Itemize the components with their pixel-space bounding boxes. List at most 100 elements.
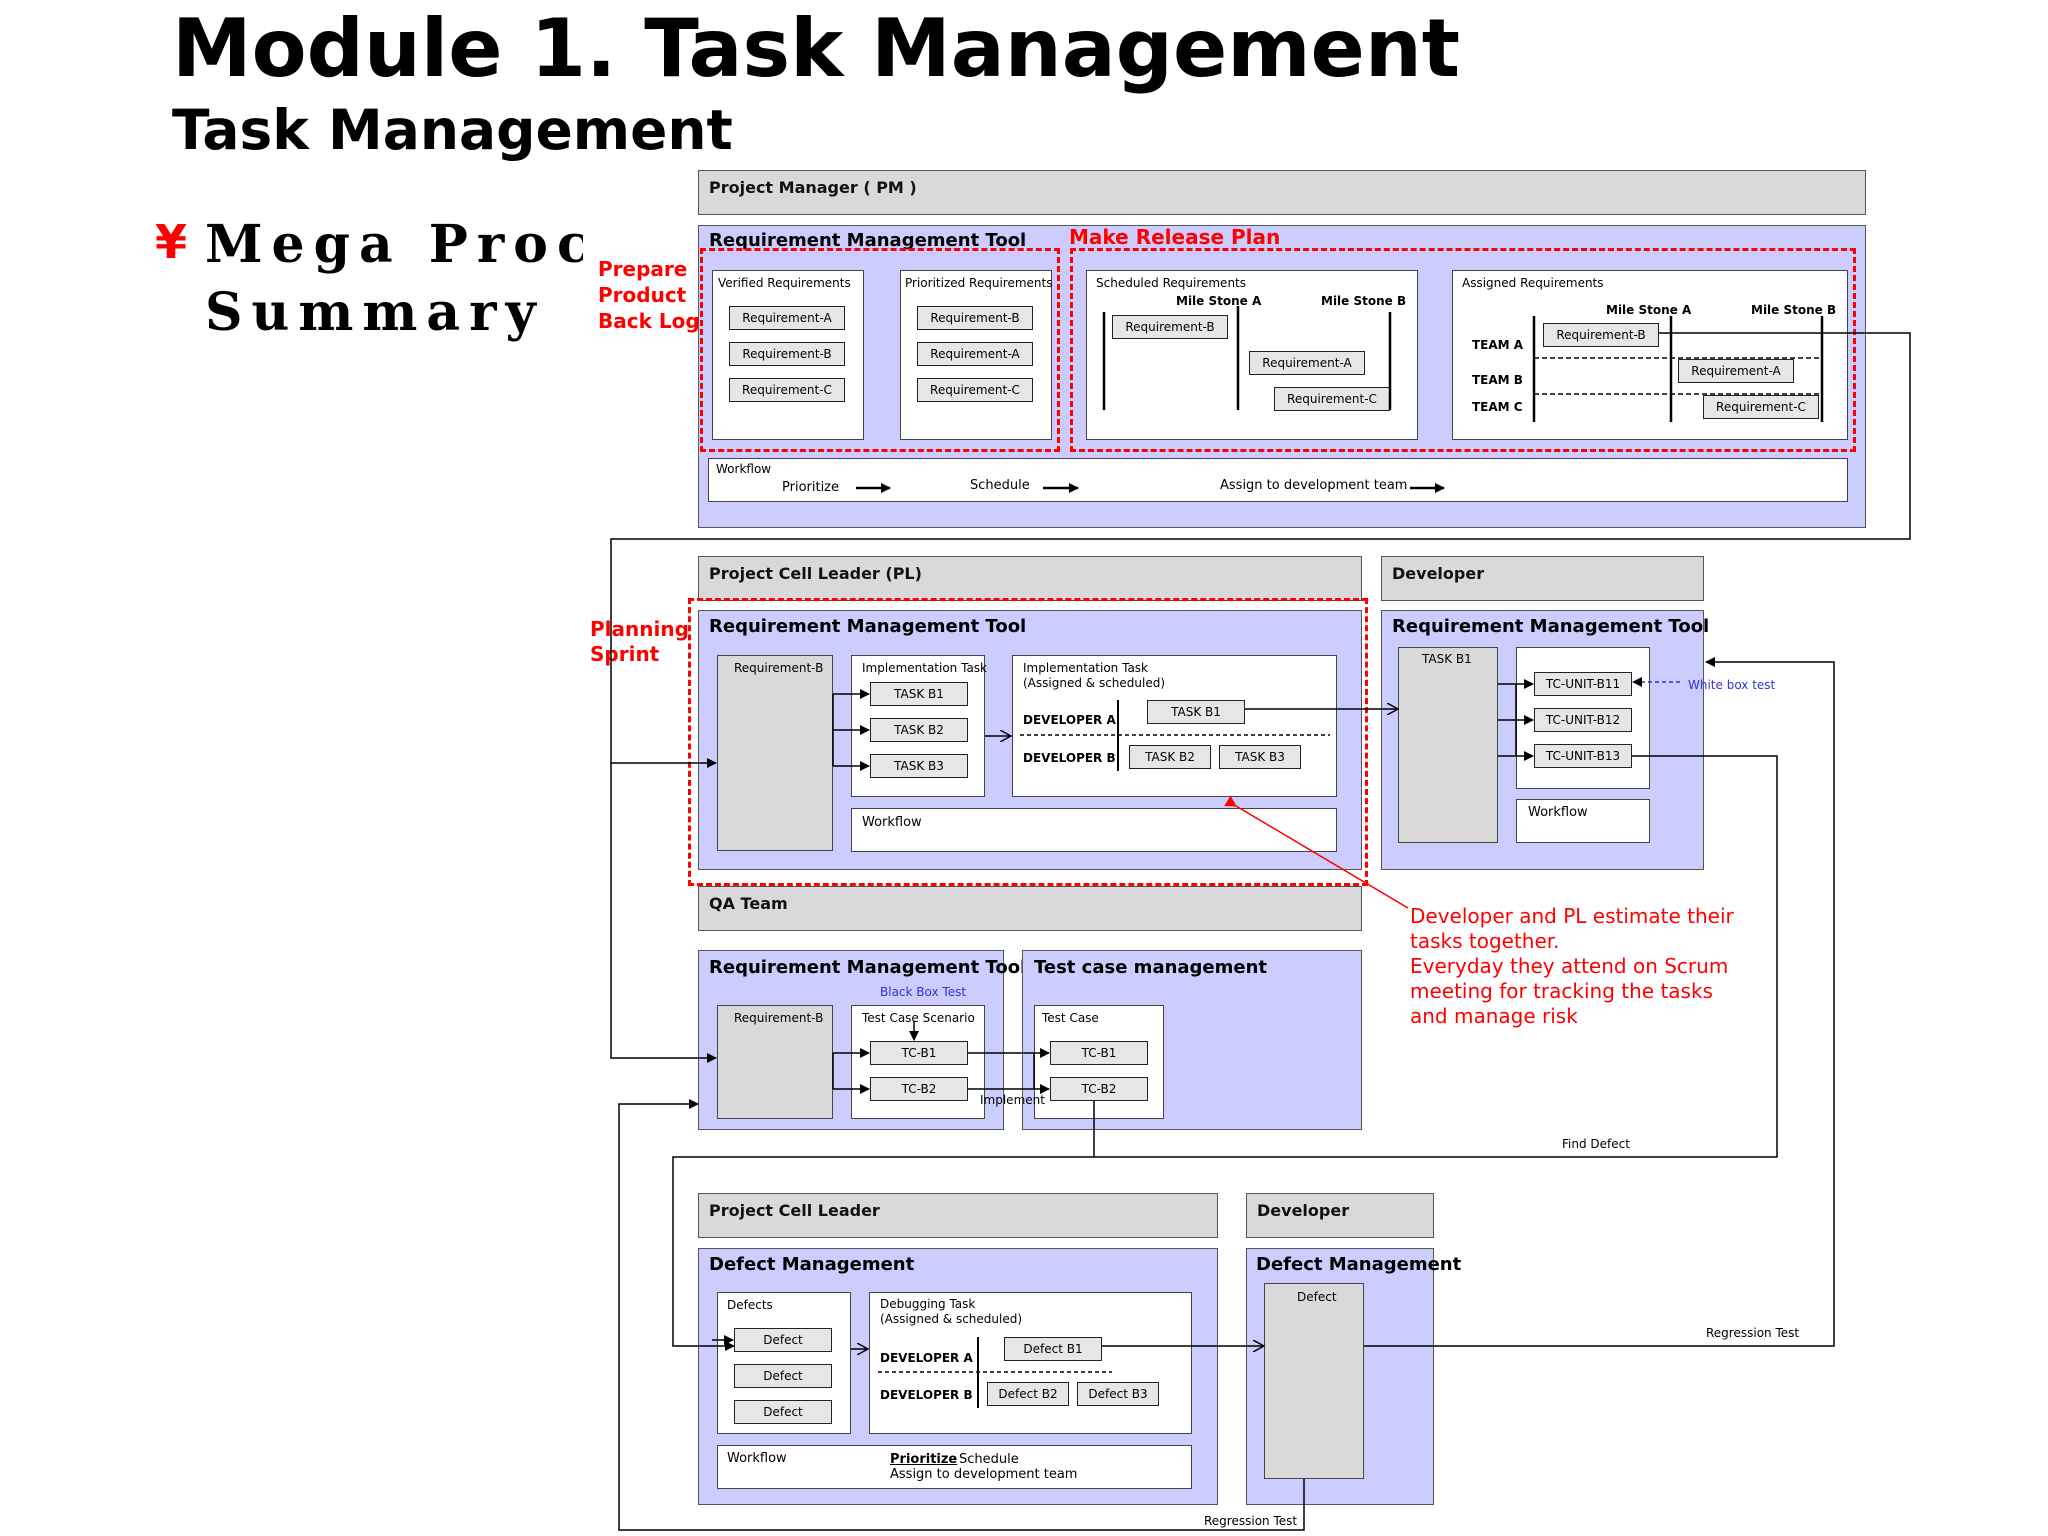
tc-unit-item[interactable]: TC-UNIT-B11 <box>1534 672 1632 696</box>
debugging-task-title-2: (Assigned & scheduled) <box>880 1312 1023 1326</box>
debug-developer-b-label: DEVELOPER B <box>880 1388 973 1402</box>
dev-tool-title: Requirement Management Tool <box>1392 616 1710 637</box>
assigned-milestone-b: Mile Stone B <box>1751 303 1837 317</box>
implementation-task-title: Implementation Task <box>862 661 987 675</box>
prioritized-req-item[interactable]: Requirement-C <box>917 378 1033 402</box>
debugging-task-box <box>869 1292 1192 1434</box>
workflow-step: Prioritize <box>782 480 840 495</box>
dev-b-task[interactable]: TASK B3 <box>1219 745 1301 769</box>
bullet-line-2: Summary <box>205 282 545 343</box>
prepare-backlog-label-1: Prepare <box>598 257 688 281</box>
assigned-req-item[interactable]: Requirement-C <box>1703 395 1819 419</box>
debug-dev-b-defect[interactable]: Defect B2 <box>987 1382 1069 1406</box>
pl-tool-title: Requirement Management Tool <box>709 616 1027 637</box>
pl-requirement-box <box>717 655 833 851</box>
qa-requirement-label: Requirement-B <box>734 1011 824 1025</box>
tc-unit-item[interactable]: TC-UNIT-B13 <box>1534 744 1632 768</box>
verified-requirements-title: Verified Requirements <box>718 276 851 290</box>
defect-workflow-assign: Assign to development team <box>890 1467 1078 1482</box>
make-release-plan-label: Make Release Plan <box>1069 225 1281 249</box>
test-case-item[interactable]: TC-B2 <box>1050 1077 1148 1101</box>
test-case-scenario-title: Test Case Scenario <box>862 1011 975 1025</box>
white-box-test-label: White box test <box>1688 678 1776 692</box>
defect-item[interactable]: Defect <box>734 1328 832 1352</box>
bullet-line-1-clip: Mega Process <box>205 210 583 280</box>
defect-dev-lane: Developer <box>1246 1193 1434 1238</box>
defect-workflow-prioritize: Prioritize <box>890 1452 958 1467</box>
scenario-item[interactable]: TC-B2 <box>870 1077 968 1101</box>
prepare-backlog-dashed-region <box>700 248 1060 452</box>
pl-developer-b-label: DEVELOPER B <box>1023 751 1116 765</box>
prepare-backlog-label-3: Back Log <box>598 309 700 333</box>
defect-item[interactable]: Defect <box>734 1400 832 1424</box>
dev-a-task[interactable]: TASK B1 <box>1147 700 1245 724</box>
tc-unit-item[interactable]: TC-UNIT-B12 <box>1534 708 1632 732</box>
debug-developer-a-label: DEVELOPER A <box>880 1351 973 1365</box>
assigned-task-title-1: Implementation Task <box>1023 661 1148 675</box>
debug-dev-b-defect[interactable]: Defect B3 <box>1077 1382 1159 1406</box>
bullet-mark: ¥ <box>155 215 188 269</box>
assigned-req-item[interactable]: Requirement-B <box>1543 323 1659 347</box>
workflow-step: Schedule <box>970 478 1030 493</box>
verified-req-item[interactable]: Requirement-C <box>729 378 845 402</box>
pl-task-item[interactable]: TASK B1 <box>870 682 968 706</box>
assigned-req-item[interactable]: Requirement-A <box>1678 359 1794 383</box>
pl-developer-a-label: DEVELOPER A <box>1023 713 1116 727</box>
pm-workflow-box <box>708 458 1848 502</box>
slide-title: Module 1. Task Management <box>172 2 1461 95</box>
scheduled-requirements-title: Scheduled Requirements <box>1096 276 1246 290</box>
planning-sprint-dashed-region <box>688 598 1368 886</box>
debug-dev-a-defect[interactable]: Defect B1 <box>1004 1337 1102 1361</box>
scrum-note-line: Everyday they attend on Scrum <box>1410 954 1729 978</box>
prioritized-req-item[interactable]: Requirement-A <box>917 342 1033 366</box>
defect-workflow-schedule: Schedule <box>959 1452 1019 1467</box>
dev-b-task[interactable]: TASK B2 <box>1129 745 1211 769</box>
black-box-test-label: Black Box Test <box>880 985 967 999</box>
dev-defect-box <box>1264 1283 1364 1479</box>
test-case-title: Test Case <box>1042 1011 1099 1025</box>
regression-test-label: Regression Test <box>1706 1326 1800 1340</box>
team-label: TEAM B <box>1472 373 1523 387</box>
scheduled-req-item[interactable]: Requirement-B <box>1112 315 1228 339</box>
assigned-task-title-2: (Assigned & scheduled) <box>1023 676 1166 690</box>
dev-defect-management-title: Defect Management <box>1256 1254 1462 1275</box>
test-case-item[interactable]: TC-B1 <box>1050 1041 1148 1065</box>
pl-task-item[interactable]: TASK B3 <box>870 754 968 778</box>
pm-workflow-title: Workflow <box>716 462 772 476</box>
qa-requirement-box <box>717 1005 833 1119</box>
dev-workflow-title: Workflow <box>1528 805 1588 820</box>
pl-workflow-box <box>851 808 1337 852</box>
verified-req-item[interactable]: Requirement-A <box>729 306 845 330</box>
dev-task-box <box>1398 647 1498 843</box>
dev-workflow-box <box>1516 799 1650 843</box>
pl-lane: Project Cell Leader (PL) <box>698 556 1362 601</box>
debugging-task-title-1: Debugging Task <box>880 1297 976 1311</box>
test-case-management-title: Test case management <box>1034 957 1268 978</box>
prepare-backlog-label-2: Product <box>598 283 687 307</box>
release-plan-dashed-region <box>1070 248 1856 452</box>
pl-task-item[interactable]: TASK B2 <box>870 718 968 742</box>
planning-sprint-label-1: Planning <box>590 617 689 641</box>
scrum-note-line: meeting for tracking the tasks <box>1410 979 1713 1003</box>
defect-item[interactable]: Defect <box>734 1364 832 1388</box>
verified-req-item[interactable]: Requirement-B <box>729 342 845 366</box>
scheduled-req-item[interactable]: Requirement-C <box>1274 387 1390 411</box>
team-label: TEAM A <box>1472 338 1524 352</box>
dev-lane: Developer <box>1381 556 1704 601</box>
pm-lane: Project Manager ( PM ) <box>698 170 1866 215</box>
scheduled-milestone-b: Mile Stone B <box>1321 294 1407 308</box>
planning-sprint-label-2: Sprint <box>590 642 660 666</box>
scenario-item[interactable]: TC-B1 <box>870 1041 968 1065</box>
workflow-step: Assign to development team <box>1220 478 1408 493</box>
scrum-note-line: tasks together. <box>1410 929 1560 953</box>
defect-pcl-lane: Project Cell Leader <box>698 1193 1218 1238</box>
scrum-note-line: Developer and PL estimate their <box>1410 904 1734 928</box>
team-label: TEAM C <box>1472 400 1523 414</box>
scheduled-req-item[interactable]: Requirement-A <box>1249 351 1365 375</box>
pm-tool-title: Requirement Management Tool <box>709 230 1027 251</box>
implement-label: Implement <box>980 1093 1045 1107</box>
assigned-milestone-a: Mile Stone A <box>1606 303 1692 317</box>
defect-management-title: Defect Management <box>709 1254 915 1275</box>
prioritized-req-item[interactable]: Requirement-B <box>917 306 1033 330</box>
